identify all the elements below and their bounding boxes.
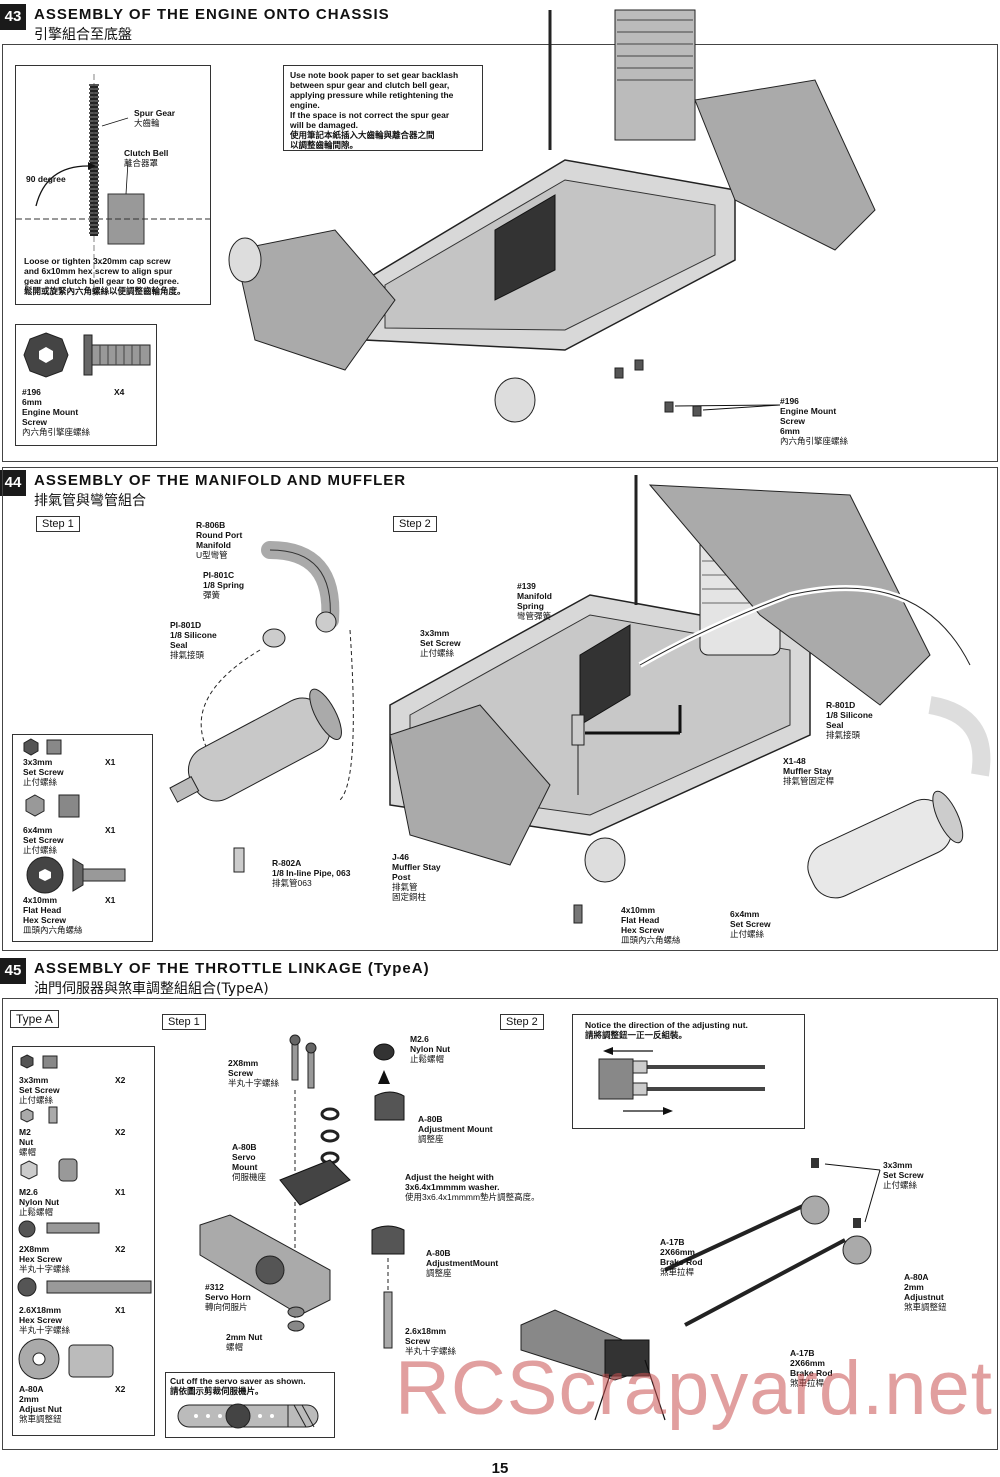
manifold-spring-label: #139 Manifold Spring 彎管彈簧 xyxy=(517,581,552,621)
part-label: A-80A 2mm Adjust Nut 煞車調整鈕 xyxy=(19,1384,62,1424)
manifold-exploded-illustration xyxy=(169,541,354,873)
step-1-tag: Step 1 xyxy=(162,1014,206,1030)
set-screw-label: 3x3mm Set Screw 止付螺絲 xyxy=(420,628,461,658)
parts-box-45: 3x3mm Set Screw 止付螺絲 X2 M2 Nut 螺帽 X2 M2.… xyxy=(12,1046,155,1436)
inline-pipe-label: R-802A 1/8 In-line Pipe, 063 排氣管063 xyxy=(272,858,351,888)
nylon-nut-label: M2.6 Nylon Nut 止鬆螺帽 xyxy=(410,1034,451,1064)
watermark: RCScrapyard.net xyxy=(395,1346,993,1431)
servo-mount-label: A-80B Servo Mount 伺服機座 xyxy=(232,1142,267,1182)
manifold-label: R-806B Round Port Manifold U型彎管 xyxy=(196,520,243,560)
set-screw-step2-label: 3x3mm Set Screw 止付螺絲 xyxy=(883,1160,924,1190)
set-screw-6x4-label: 6x4mm Set Screw 止付螺絲 xyxy=(730,909,771,939)
angle-label: 90 degree xyxy=(26,174,66,184)
part-qty: X2 xyxy=(115,1075,126,1085)
part-qty: X2 xyxy=(115,1127,126,1137)
part-label: 6x4mm Set Screw 止付螺絲 xyxy=(23,825,64,855)
step-2-tag: Step 2 xyxy=(500,1014,544,1030)
step-title: ASSEMBLY OF THE THROTTLE LINKAGE (TypeA) xyxy=(34,960,430,977)
step-45-frame xyxy=(2,998,998,1450)
servo-horn-cut-icon xyxy=(177,1403,319,1429)
step-2-tag: Step 2 xyxy=(393,516,437,532)
part-qty: X2 xyxy=(115,1384,126,1394)
set-screw-icons xyxy=(23,738,126,894)
brake-rod-label-2: A-17B 2X66mm Brake Rod 煞車拉桿 xyxy=(790,1348,833,1388)
engine-mount-screw-callout: #196 Engine Mount Screw 6mm 內六角引擎座螺絲 xyxy=(780,396,849,446)
spur-gear-label: Spur Gear 大齒輪 xyxy=(134,108,176,128)
flat-head-screw-label: 4x10mm Flat Head Hex Screw 皿頭內六角螺絲 xyxy=(621,905,681,945)
muffler-stay-post-label: J-46 Muffler Stay Post 排氣管 固定銅柱 xyxy=(392,852,441,902)
step-number: 44 xyxy=(0,470,26,496)
part-label: 2X8mm Hex Screw 半丸十字螺絲 xyxy=(19,1244,71,1274)
silicone-seal-label: PI-801D 1/8 Silicone Seal 排氣接頭 xyxy=(170,620,217,660)
part-label: M2 Nut 螺帽 xyxy=(19,1127,37,1157)
part-qty: X1 xyxy=(115,1187,126,1197)
part-qty: X1 xyxy=(105,825,116,835)
adjustment-mount-label: A-80B Adjustment Mount 調整座 xyxy=(418,1114,493,1144)
brake-rod-illustration xyxy=(520,1158,881,1421)
engine-chassis-illustration xyxy=(228,9,876,423)
throttle-parts-icons xyxy=(17,1054,152,1380)
step-43-header: 43 ASSEMBLY OF THE ENGINE ONTO CHASSIS 引… xyxy=(0,4,1000,44)
servo-mount-exploded-illustration xyxy=(199,1034,405,1349)
silicone-seal-label-2: R-801D 1/8 Silicone Seal 排氣接頭 xyxy=(826,700,873,740)
step-44-frame xyxy=(2,467,998,951)
adjusting-nut-direction-icon xyxy=(598,1047,765,1115)
adjustment-mount-label-2: A-80B AdjustmentMount 調整座 xyxy=(426,1248,499,1278)
step-1-tag: Step 1 xyxy=(36,516,80,532)
cut-servo-saver-box: Cut off the servo saver as shown. 請依圖示剪裁… xyxy=(165,1372,335,1438)
servo-horn-label: #312 Servo Horn 轉向伺服片 xyxy=(205,1282,251,1312)
parts-box-43: #196 6mm Engine Mount Screw 內六角引擎座螺絲 X4 xyxy=(15,324,157,446)
clutch-bell-label: Clutch Bell 離合器罩 xyxy=(124,148,169,168)
part-qty: X2 xyxy=(115,1244,126,1254)
gear-diagram xyxy=(16,74,212,296)
step-title-cn: 油門伺服器與煞車調整組組合(TypeA) xyxy=(34,981,269,997)
adjust-nut-label: A-80A 2mm Adjustnut 煞車調整鈕 xyxy=(904,1272,947,1312)
backlash-note-box: Use note book paper to set gear backlash… xyxy=(283,65,483,151)
brake-rod-label: A-17B 2X66mm Brake Rod 煞車拉桿 xyxy=(660,1237,703,1277)
engine-mount-screw-icon xyxy=(23,332,151,378)
parts-box-44: 3x3mm Set Screw 止付螺絲 X1 6x4mm Set Screw … xyxy=(12,734,153,942)
step-title: ASSEMBLY OF THE MANIFOLD AND MUFFLER xyxy=(34,472,407,489)
part-label: 4x10mm Flat Head Hex Screw 皿頭內六角螺絲 xyxy=(23,895,83,935)
nut-2mm-label: 2mm Nut 螺帽 xyxy=(226,1332,263,1352)
step-43-frame xyxy=(2,44,998,462)
spring-label: PI-801C 1/8 Spring 彈簧 xyxy=(203,570,245,600)
gear-alignment-inset: Spur Gear 大齒輪 Clutch Bell 離合器罩 90 degree… xyxy=(15,65,212,305)
part-label: M2.6 Nylon Nut 止鬆螺帽 xyxy=(19,1187,60,1217)
washer-note: Adjust the height with 3x6.4x1mmmm washe… xyxy=(405,1172,540,1202)
step-title-cn: 引擎組合至底盤 xyxy=(34,27,132,43)
part-label: #196 6mm Engine Mount Screw 內六角引擎座螺絲 xyxy=(22,387,91,437)
part-label: 3x3mm Set Screw 止付螺絲 xyxy=(19,1075,60,1105)
adjusting-nut-notice-box: Notice the direction of the adjusting nu… xyxy=(572,1014,805,1129)
part-qty: X1 xyxy=(105,895,116,905)
type-a-tag: Type A xyxy=(10,1010,59,1028)
part-label: 3x3mm Set Screw 止付螺絲 xyxy=(23,757,64,787)
muffler-chassis-illustration xyxy=(389,475,991,924)
part-qty: X4 xyxy=(114,387,125,397)
part-label: 2.6X18mm Hex Screw 半丸十字螺絲 xyxy=(19,1305,71,1335)
step-44-header: 44 ASSEMBLY OF THE MANIFOLD AND MUFFLER … xyxy=(0,470,1000,510)
part-qty: X1 xyxy=(105,757,116,767)
screw-2-6x18-label: 2.6x18mm Screw 半丸十字螺絲 xyxy=(405,1326,457,1356)
part-qty: X1 xyxy=(115,1305,126,1315)
screw-2x8-label: 2X8mm Screw 半丸十字螺絲 xyxy=(228,1058,280,1088)
gear-alignment-note: Loose or tighten 3x20mm cap screw and 6x… xyxy=(24,256,186,296)
step-45-header: 45 ASSEMBLY OF THE THROTTLE LINKAGE (Typ… xyxy=(0,958,1000,998)
step-title-cn: 排氣管與彎管組合 xyxy=(34,493,146,509)
page-number: 15 xyxy=(491,1460,509,1477)
step-title: ASSEMBLY OF THE ENGINE ONTO CHASSIS xyxy=(34,6,390,23)
step-number: 43 xyxy=(0,4,26,30)
step-number: 45 xyxy=(0,958,26,984)
muffler-stay-label: X1-48 Muffler Stay 排氣管固定桿 xyxy=(783,756,835,786)
